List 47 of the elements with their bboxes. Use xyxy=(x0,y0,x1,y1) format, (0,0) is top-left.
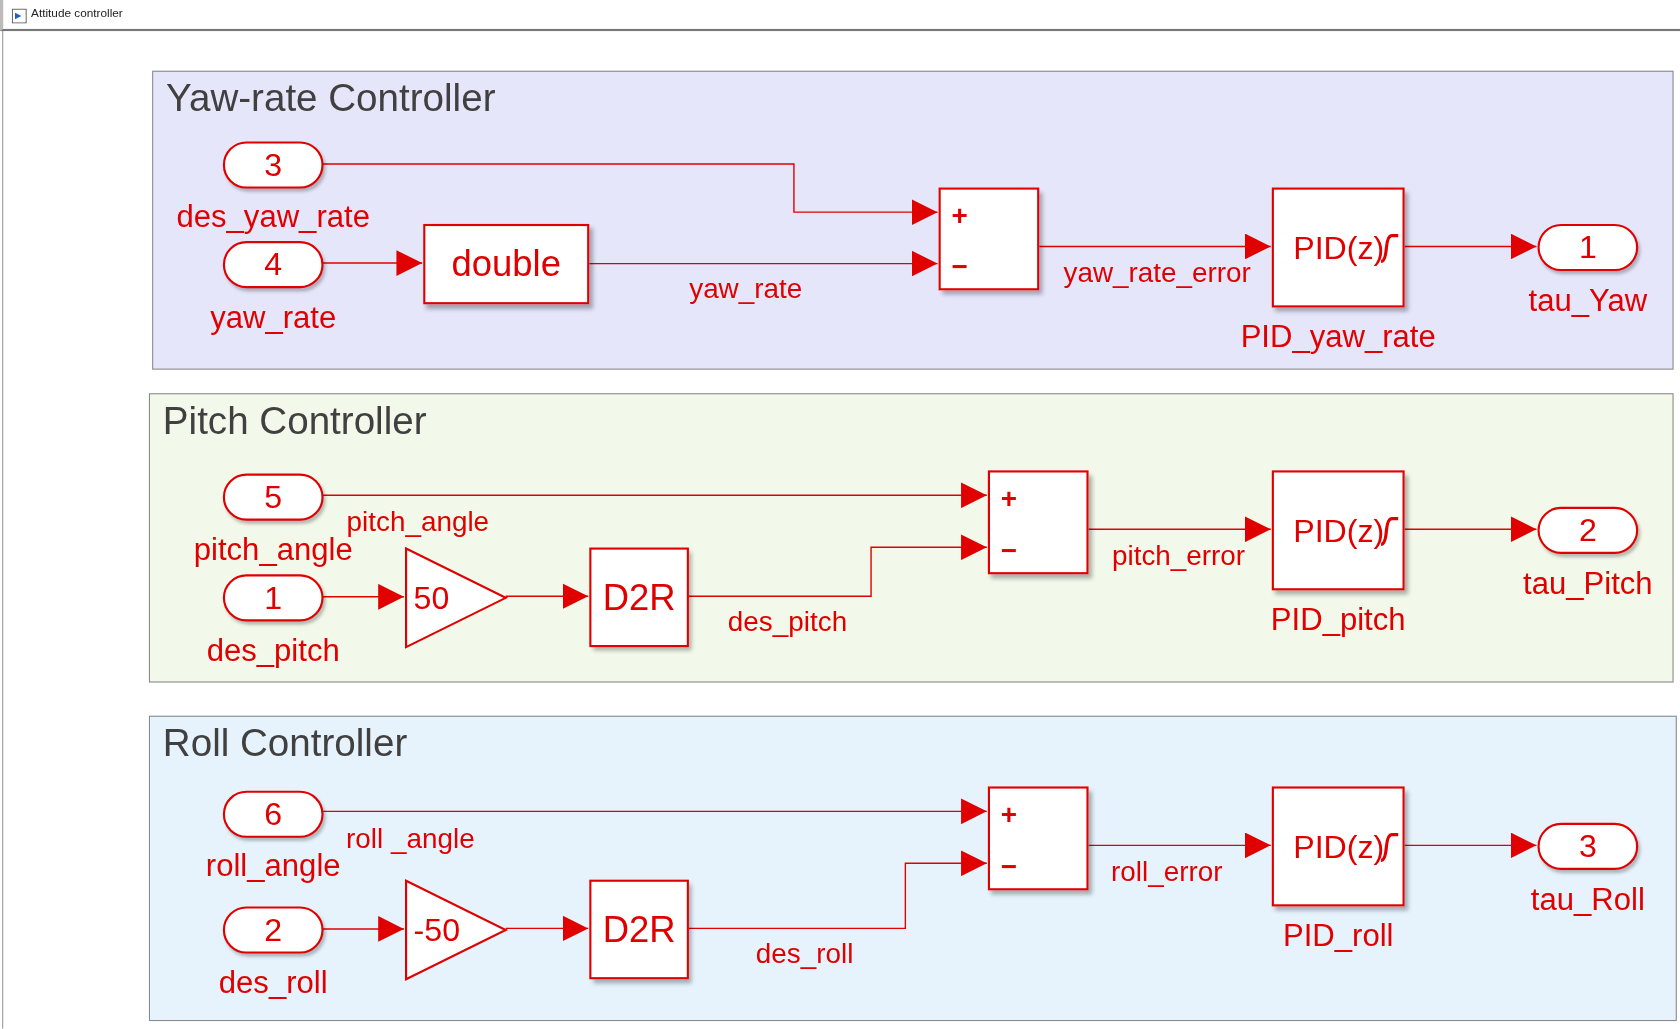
area-title: Yaw-rate Controller xyxy=(166,76,496,122)
sign-label: − xyxy=(951,252,968,281)
block-name: PID_pitch xyxy=(1270,601,1406,638)
sign-label: + xyxy=(1000,800,1017,829)
edge-label: des_pitch xyxy=(727,605,848,638)
port-name: tau_Yaw xyxy=(1528,281,1648,319)
signal-arrow xyxy=(505,915,589,942)
sign-label: − xyxy=(1000,852,1017,881)
area-title: Pitch Controller xyxy=(162,398,427,444)
sum-block xyxy=(938,187,1040,291)
edge-label: pitch_error xyxy=(1112,538,1246,572)
subsystem-area xyxy=(152,70,1674,370)
port-name: des_roll xyxy=(218,964,328,1001)
block-name: PID_yaw_rate xyxy=(1240,318,1436,355)
edge-label: yaw_rate xyxy=(689,272,803,305)
pid-label: PID(z) xyxy=(1293,513,1385,550)
sign-label: − xyxy=(1000,536,1017,565)
edge-label: des_roll xyxy=(755,937,854,970)
sum-block xyxy=(987,786,1089,891)
pid-label: PID(z) xyxy=(1293,230,1385,267)
subsystem-area xyxy=(148,715,1677,1022)
function-block: double xyxy=(423,223,590,305)
sign-label: + xyxy=(951,201,968,230)
pid-label: PID(z) xyxy=(1293,829,1385,866)
function-block: D2R xyxy=(589,879,689,980)
edge-label: roll _angle xyxy=(346,821,475,854)
port-name: roll_angle xyxy=(205,847,341,884)
sum-block xyxy=(987,470,1089,575)
port-name: tau_Roll xyxy=(1530,880,1645,918)
port-name: yaw_rate xyxy=(210,299,337,336)
port-name: tau_Pitch xyxy=(1523,564,1653,602)
gain-value: -50 xyxy=(413,911,461,949)
subsystem-area xyxy=(148,393,1674,683)
area-title: Roll Controller xyxy=(162,721,408,767)
signal-arrow xyxy=(687,534,988,597)
breadcrumb-text: Attitude controller xyxy=(31,6,123,20)
edge-label: roll_error xyxy=(1111,855,1223,888)
edge-label: yaw_rate_error xyxy=(1063,256,1251,289)
block-name: PID_roll xyxy=(1282,917,1394,954)
sign-label: + xyxy=(1000,484,1017,513)
signal-arrow xyxy=(687,850,988,930)
function-block: D2R xyxy=(589,547,689,648)
port-name: des_pitch xyxy=(206,632,340,669)
edge-label: pitch_angle xyxy=(346,505,490,538)
port-name: des_yaw_rate xyxy=(176,198,370,235)
signal-arrow xyxy=(505,583,589,610)
gain-value: 50 xyxy=(413,579,450,617)
